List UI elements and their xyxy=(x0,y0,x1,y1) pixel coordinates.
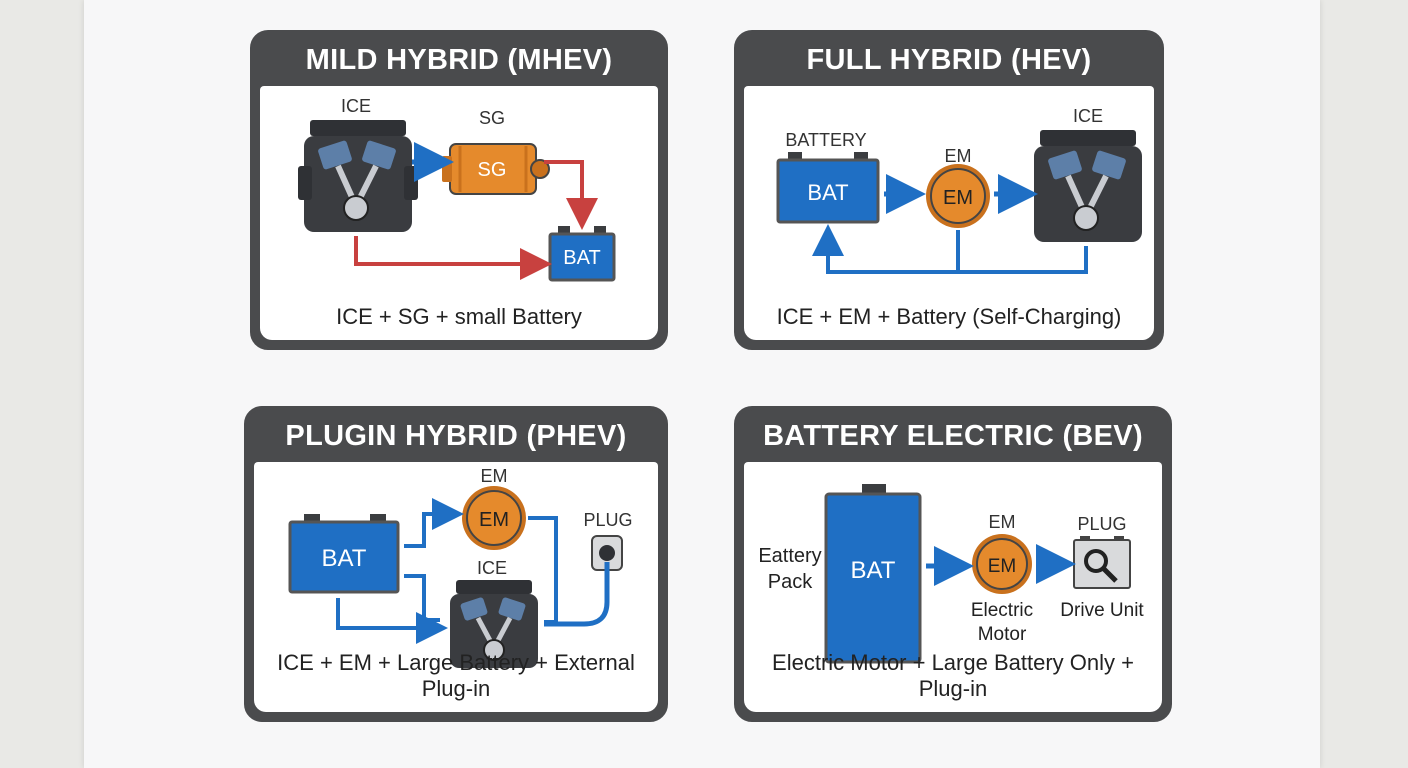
caption: ICE + EM + Battery (Self-Charging) xyxy=(776,304,1122,329)
bat-label: BAT xyxy=(322,545,367,572)
paper-sheet: MILD HYBRID (MHEV) ICE xyxy=(84,0,1320,768)
panel-body: BATTERY BAT EM EM ICE xyxy=(744,86,1154,340)
charge-arrow xyxy=(544,160,598,230)
engine-icon xyxy=(1034,130,1142,242)
battery-label: BATTERY xyxy=(785,130,866,150)
caption: ICE + EM + Large Battery + External Plug… xyxy=(277,650,635,701)
em-sub-line1: Electric xyxy=(971,600,1033,621)
ice-label: ICE xyxy=(477,558,507,578)
bat-label: BAT xyxy=(563,247,600,269)
bat-label: BAT xyxy=(807,180,848,205)
battery-pack-icon: BAT xyxy=(824,484,922,664)
em-inner-label: EM xyxy=(988,556,1017,577)
panel-plugin-hybrid: PLUGIN HYBRID (PHEV) BAT EM EM xyxy=(244,406,668,722)
panel-battery-electric: BATTERY ELECTRIC (BEV) Eattery Pack BAT … xyxy=(734,406,1172,722)
electric-motor-icon: EM xyxy=(972,534,1032,594)
mhev-diagram: ICE SG xyxy=(298,96,616,282)
panel-title: MILD HYBRID (MHEV) xyxy=(305,44,613,76)
panel-title: BATTERY ELECTRIC (BEV) xyxy=(763,420,1143,452)
plug-cable xyxy=(544,562,610,627)
engine-icon xyxy=(450,580,538,668)
bat-label: BAT xyxy=(851,557,896,584)
plug-label: PLUG xyxy=(1077,514,1126,534)
em-label: EM xyxy=(945,146,972,166)
battery-icon: BAT xyxy=(288,514,400,594)
panel-body: ICE SG xyxy=(260,86,658,340)
battery-icon: BAT xyxy=(776,152,880,224)
pack-label-line1: Eattery xyxy=(758,545,821,567)
sg-inner-label: SG xyxy=(478,159,507,181)
em-sub-line2: Motor xyxy=(978,624,1027,645)
panel-title: PLUGIN HYBRID (PHEV) xyxy=(285,420,627,452)
panel-full-hybrid: FULL HYBRID (HEV) BATTERY BAT EM xyxy=(734,30,1164,350)
phev-diagram: BAT EM EM ICE xyxy=(288,466,633,668)
panel-body: BAT EM EM ICE xyxy=(254,462,658,712)
drive-unit-icon xyxy=(1073,536,1131,589)
electric-motor-icon: EM xyxy=(462,486,526,550)
panel-body: Eattery Pack BAT EM EM Electric Motor xyxy=(744,462,1162,712)
caption: ICE + SG + small Battery xyxy=(336,304,582,329)
flow-arrow xyxy=(336,598,448,644)
em-inner-label: EM xyxy=(943,187,973,209)
panel-title: FULL HYBRID (HEV) xyxy=(806,44,1092,76)
starter-generator-icon: SG xyxy=(442,143,550,195)
ice-label: ICE xyxy=(1073,106,1103,126)
charge-arrow xyxy=(354,236,552,280)
hev-diagram: BATTERY BAT EM EM ICE xyxy=(776,106,1142,274)
sg-label: SG xyxy=(479,108,505,128)
drive-unit-label: Drive Unit xyxy=(1060,600,1144,621)
bev-diagram: Eattery Pack BAT EM EM Electric Motor xyxy=(758,484,1144,664)
pack-label-line2: Pack xyxy=(768,571,813,593)
em-label: EM xyxy=(989,512,1016,532)
em-inner-label: EM xyxy=(479,509,509,531)
panel-mild-hybrid: MILD HYBRID (MHEV) ICE xyxy=(250,30,668,350)
engine-icon xyxy=(298,120,418,232)
flow-line xyxy=(404,574,440,622)
battery-icon: BAT xyxy=(548,226,616,282)
plug-label: PLUG xyxy=(583,510,632,530)
electric-motor-icon: EM xyxy=(926,164,990,228)
ice-label: ICE xyxy=(341,96,371,116)
caption: Electric Motor + Large Battery Only + Pl… xyxy=(772,650,1134,701)
flow-arrow xyxy=(404,498,464,548)
em-label: EM xyxy=(481,466,508,486)
